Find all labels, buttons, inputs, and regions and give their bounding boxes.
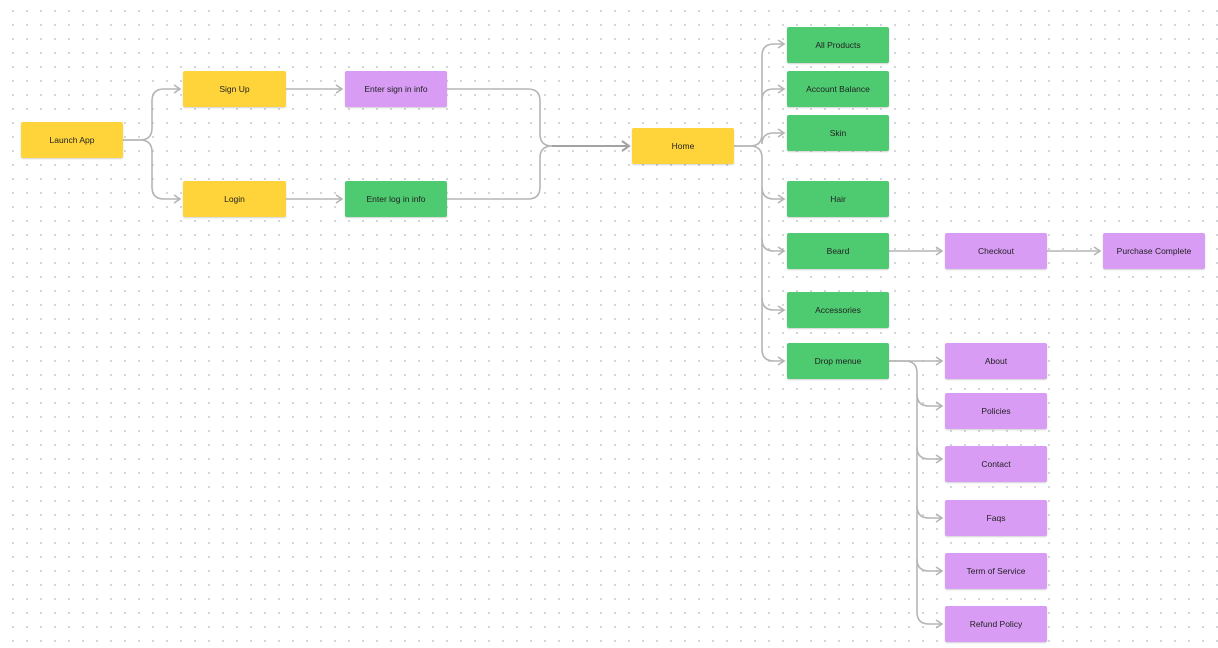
node-contact[interactable]: Contact <box>945 446 1047 482</box>
arrowhead <box>935 619 944 629</box>
arrowhead <box>935 513 944 523</box>
arrowhead <box>173 84 182 94</box>
node-label: Login <box>224 194 245 204</box>
connector-home-allproducts <box>734 43 784 147</box>
node-all-products[interactable]: All Products <box>787 27 889 63</box>
node-enter-log-in-info[interactable]: Enter log in info <box>345 181 447 217</box>
connector-drop-contact <box>916 446 942 460</box>
arrowhead <box>1093 246 1102 256</box>
connector-drop-policies <box>916 393 942 407</box>
connector-launch-signup <box>123 88 180 141</box>
node-sign-up[interactable]: Sign Up <box>183 71 286 107</box>
connector-home-beard <box>761 238 784 252</box>
arrowhead <box>935 454 944 464</box>
node-about[interactable]: About <box>945 343 1047 379</box>
arrowhead <box>935 246 944 256</box>
arrowhead <box>777 305 786 315</box>
arrowhead <box>335 84 344 94</box>
node-label: Faqs <box>986 513 1006 523</box>
node-enter-sign-in-info[interactable]: Enter sign in info <box>345 71 447 107</box>
arrowhead <box>335 194 344 204</box>
node-label: Policies <box>981 406 1011 416</box>
arrowhead <box>777 84 786 94</box>
connector-home-trunk <box>734 145 784 362</box>
arrowhead <box>621 140 631 152</box>
node-checkout[interactable]: Checkout <box>945 233 1047 269</box>
node-purchase-complete[interactable]: Purchase Complete <box>1103 233 1205 269</box>
node-term-of-service[interactable]: Term of Service <box>945 553 1047 589</box>
node-account-balance[interactable]: Account Balance <box>787 71 889 107</box>
node-label: Accessories <box>815 305 861 315</box>
node-label: Sign Up <box>219 84 250 94</box>
arrowhead <box>777 246 786 256</box>
node-label: Launch App <box>49 135 95 145</box>
connector-home-accessories <box>761 297 784 311</box>
node-label: Purchase Complete <box>1116 246 1192 256</box>
connector-home-accountbalance <box>761 88 784 101</box>
connector-drop-terms <box>916 558 942 572</box>
node-policies[interactable]: Policies <box>945 393 1047 429</box>
node-refund-policy[interactable]: Refund Policy <box>945 606 1047 642</box>
node-label: Contact <box>981 459 1011 469</box>
node-home[interactable]: Home <box>632 128 734 164</box>
node-label: Term of Service <box>966 566 1026 576</box>
node-drop-menue[interactable]: Drop menue <box>787 343 889 379</box>
node-label: Beard <box>826 246 850 256</box>
connector-enterlogin-home <box>447 145 629 200</box>
node-launch-app[interactable]: Launch App <box>21 122 123 158</box>
arrowhead <box>777 128 786 138</box>
connector-drop-faqs <box>916 505 942 519</box>
node-skin[interactable]: Skin <box>787 115 889 151</box>
arrowhead <box>935 356 944 366</box>
node-label: All Products <box>815 40 861 50</box>
arrowhead <box>173 194 182 204</box>
node-accessories[interactable]: Accessories <box>787 292 889 328</box>
node-label: Checkout <box>978 246 1014 256</box>
node-beard[interactable]: Beard <box>787 233 889 269</box>
connector-entersignin-home <box>447 88 629 147</box>
connector-home-skin <box>761 132 784 145</box>
node-label: Account Balance <box>806 84 870 94</box>
node-label: Skin <box>829 128 847 138</box>
node-label: About <box>984 356 1008 366</box>
arrowhead <box>935 401 944 411</box>
node-label: Refund Policy <box>969 619 1023 629</box>
node-label: Drop menue <box>814 356 862 366</box>
arrowhead <box>777 39 786 49</box>
node-faqs[interactable]: Faqs <box>945 500 1047 536</box>
arrowhead <box>935 566 944 576</box>
arrowhead <box>777 194 786 204</box>
arrowhead <box>777 356 786 366</box>
node-label: Enter sign in info <box>364 84 428 94</box>
connector-drop-trunk <box>889 360 942 625</box>
node-hair[interactable]: Hair <box>787 181 889 217</box>
node-label: Home <box>671 141 695 151</box>
node-label: Enter log in info <box>366 194 426 204</box>
node-login[interactable]: Login <box>183 181 286 217</box>
connector-home-hair <box>761 186 784 200</box>
connector-launch-login <box>123 139 180 200</box>
node-label: Hair <box>830 194 846 204</box>
